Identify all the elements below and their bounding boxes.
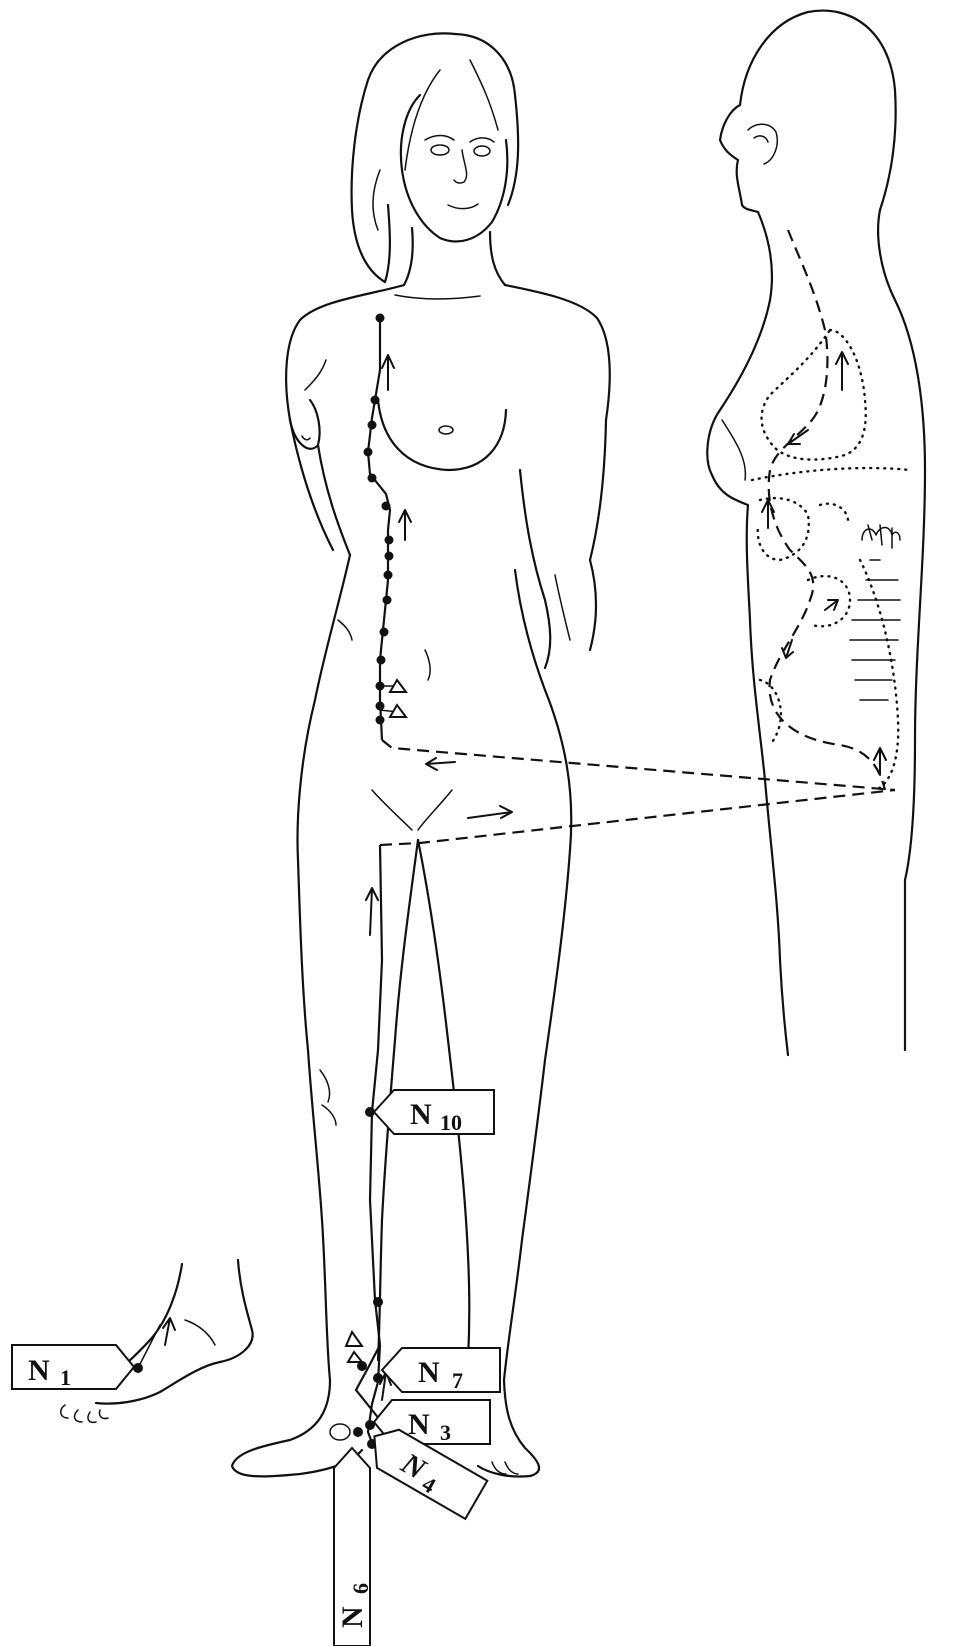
label-n6: N 6: [334, 1448, 373, 1646]
label-n3-number: 3: [440, 1420, 451, 1445]
meridian-channel: [330, 314, 895, 1450]
label-n7-number: 7: [452, 1368, 463, 1393]
upper-dashed-connector: [382, 740, 895, 790]
label-n10-number: 10: [440, 1110, 462, 1135]
label-n7: N 7: [382, 1348, 500, 1393]
point-n9: [373, 1297, 383, 1307]
torso-channel-line: [368, 316, 390, 740]
side-figure: [707, 11, 925, 1055]
label-n1-letter: N: [28, 1354, 50, 1387]
foot-inset: [61, 1260, 253, 1422]
label-n6-number: 6: [348, 1583, 373, 1594]
label-n6-letter: N: [336, 1606, 369, 1628]
label-n10: N 10: [374, 1090, 494, 1135]
lower-dashed-connector: [380, 790, 895, 845]
label-n1-number: 1: [60, 1365, 71, 1390]
label-n1: N 1: [12, 1345, 134, 1390]
front-figure: [232, 33, 610, 1476]
label-n10-letter: N: [410, 1098, 432, 1131]
triangle-point: [390, 705, 406, 717]
triangle-point: [390, 680, 406, 692]
label-n7-letter: N: [418, 1356, 440, 1389]
